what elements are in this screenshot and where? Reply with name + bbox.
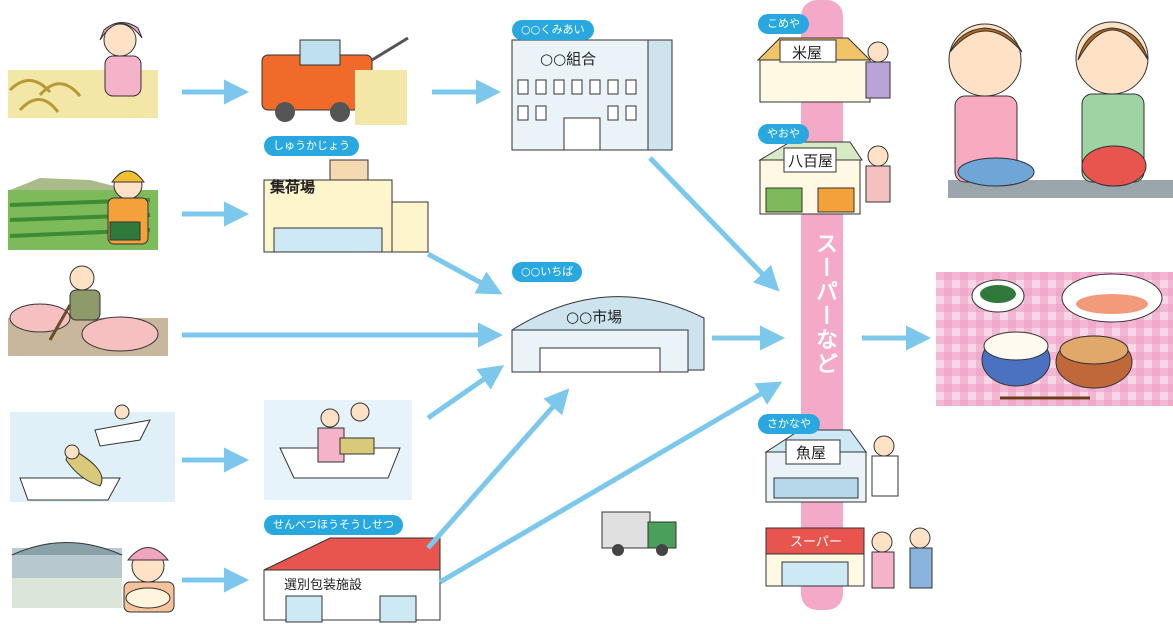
pill-kumiai: ○○くみあい (512, 20, 594, 40)
fishing-boat-illustration (10, 404, 175, 502)
pill-sakanaya: さかなや (758, 414, 820, 434)
combine-harvester-illustration (261, 36, 409, 125)
supermarket-illustration (765, 527, 933, 589)
shukajo-building-sign: 集荷場 (270, 178, 316, 196)
fish-shop-illustration (764, 429, 899, 503)
pill-yaoya: やおや (758, 124, 809, 144)
column-label: スーパーなど (812, 232, 837, 376)
arrow-facility-to-super (438, 381, 783, 585)
greengrocer-illustration (758, 141, 891, 215)
arrow-facility-to-market (426, 388, 570, 550)
fish-unloading-illustration (264, 400, 412, 500)
family-cooking-illustration (948, 21, 1173, 198)
rice-shop-illustration (756, 37, 891, 103)
greengrocer-sign: 八百屋 (788, 152, 834, 170)
rice-farmer-illustration (8, 22, 158, 118)
meal-table-illustration (936, 272, 1173, 406)
collection-building-illustration (263, 159, 429, 253)
vegetable-farmer-illustration (8, 170, 158, 250)
rice-shop-sign: 米屋 (792, 44, 823, 62)
arrow-shukajo-to-market (426, 251, 503, 295)
truck-illustration (601, 511, 677, 556)
pig-farmer-illustration (8, 265, 168, 356)
pill-ichiba: ○○いちば (512, 262, 583, 282)
pill-komeya: こめや (758, 14, 809, 34)
cooperative-building-illustration (511, 39, 673, 151)
arrow-coop-to-super (648, 156, 780, 292)
poultry-farmer-illustration (11, 542, 175, 613)
supermarket-sign: スーパー (790, 535, 842, 550)
pill-shukajo: しゅうかじょう (264, 136, 359, 156)
coop-building-sign: ○○組合 (540, 50, 597, 68)
pill-senbetsu: せんべつほうそうしせつ (264, 515, 403, 535)
arrow-port-to-market (426, 365, 505, 421)
facility-building-sign: 選別包装施設 (284, 578, 363, 593)
market-building-illustration (511, 296, 705, 373)
market-building-sign: ○○市場 (566, 308, 623, 326)
fish-shop-sign: 魚屋 (796, 444, 827, 462)
sorting-facility-illustration (263, 537, 441, 623)
